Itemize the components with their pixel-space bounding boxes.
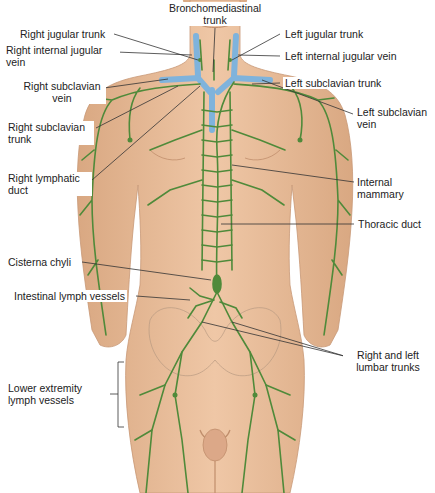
cisterna-chyli [213, 275, 221, 293]
leader-line [202, 322, 344, 356]
part-label: Right internal jugular vein [4, 44, 120, 68]
body-silhouette [77, 0, 352, 493]
part-label: Intestinal lymph vessels [12, 290, 127, 302]
leg-divide [200, 430, 230, 493]
leader-line [136, 296, 190, 300]
part-label: Right subclavian vein [18, 80, 106, 104]
part-label: Left subclavian trunk [283, 77, 383, 89]
intestinal-lymph-vessels [188, 288, 242, 318]
part-label: Right subclavian trunk [6, 121, 94, 145]
lymph-node [173, 393, 178, 398]
leader-line [213, 28, 215, 72]
chest-lymph-vessels [148, 130, 285, 205]
leader-line [92, 86, 200, 180]
part-label: Left subclavian vein [355, 106, 433, 130]
right-lumbar-trunk [146, 292, 217, 493]
left-arm-lymph-vessels [234, 84, 350, 335]
part-label: Left internal jugular vein [283, 50, 399, 62]
right-internal-jugular-vein [196, 36, 198, 76]
lymph-node [198, 58, 202, 62]
leader-line [232, 165, 354, 182]
lymph-node [228, 58, 232, 62]
part-label: Bronchomediastinal trunk [165, 2, 265, 26]
superior-vena-cava [209, 90, 215, 130]
part-label: Lower extremity lymph vessels [6, 382, 106, 406]
part-label: Cisterna chyli [6, 256, 73, 268]
lymph-node [253, 393, 258, 398]
lymph-node-group [128, 58, 303, 398]
leader-line [238, 55, 280, 56]
part-label: Right lymphatic duct [6, 172, 92, 196]
leader-line [114, 34, 198, 60]
groin-shape [203, 429, 227, 461]
neck-lymph-vessels [200, 40, 230, 80]
leader-line [82, 262, 211, 280]
lymph-node [128, 138, 133, 143]
chest-contour [150, 150, 280, 160]
left-lumbar-trunk [217, 292, 284, 493]
left-internal-jugular-vein [234, 36, 236, 76]
leader-line [232, 34, 280, 60]
leader-line [221, 224, 354, 225]
leg-lymph-vessels [135, 352, 295, 493]
leader-line [116, 52, 192, 55]
intercostal-vessels [202, 110, 232, 262]
part-label: Right and left lumbar trunks [343, 349, 433, 373]
pelvis-outline [149, 308, 281, 376]
leader-line [104, 79, 168, 88]
part-label: Internal mammary [355, 176, 433, 200]
part-label: Thoracic duct [356, 218, 423, 230]
lymph-node [298, 138, 303, 143]
leader-line [96, 86, 178, 128]
vein-group [162, 36, 270, 130]
part-label: Left jugular trunk [283, 28, 365, 40]
internal-mammary-vessels [202, 92, 232, 270]
bracket [110, 362, 124, 427]
leader-line [252, 83, 280, 84]
part-label: Right jugular trunk [18, 28, 107, 40]
lymph-vessel-group [80, 40, 350, 493]
